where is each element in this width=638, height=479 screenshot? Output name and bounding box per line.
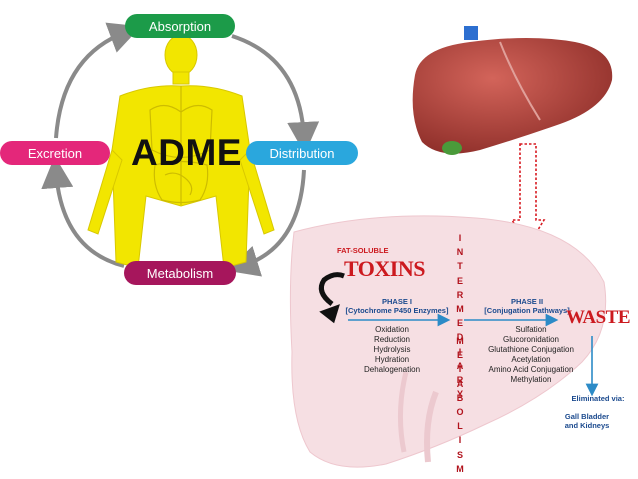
list-item: Reduction — [373, 335, 411, 344]
distribution-to-metabolism-arrow — [226, 169, 306, 277]
adme-title: ADME — [131, 132, 242, 173]
excretion-to-absorption-arrow — [54, 22, 141, 139]
list-item: Hydration — [374, 355, 410, 364]
intermediary-vertical-label: I N T E R M E D I A R Y — [456, 233, 464, 400]
excretion-label: Excretion — [0, 141, 110, 165]
internal-organs-illustration — [149, 86, 213, 205]
absorption-label: Absorption — [125, 14, 235, 38]
phase2-reactions: Sulfation Glucoronidation Glutathione Co… — [472, 325, 590, 385]
absorption-to-distribution-arrow — [231, 34, 320, 154]
distribution-label: Distribution — [246, 141, 358, 165]
waste-label: WASTE — [566, 307, 631, 328]
list-item: Dehalogenation — [363, 365, 421, 374]
list-item: Glucoronidation — [502, 335, 560, 344]
down-arrow-icon — [510, 143, 546, 248]
phase2-title: PHASE II — [510, 297, 544, 306]
metabolism-label: Metabolism — [124, 261, 236, 285]
list-item: and Kidneys — [564, 421, 610, 430]
phase1-reactions: Oxidation Reduction Hydrolysis Hydration… — [342, 325, 442, 375]
liver-icon — [412, 26, 613, 155]
adme-cycle-arrows — [41, 22, 320, 277]
metabolism-vertical-label: M E T A B O L I S M — [456, 336, 464, 474]
list-item: Glutathione Conjugation — [488, 345, 574, 354]
eliminated-via-label: Eliminated via: — [571, 394, 625, 403]
recycle-arrow-icon — [318, 272, 345, 306]
elimination-routes: Gall Bladder and Kidneys — [552, 412, 622, 430]
phase1-subtitle: [Cytochrome P450 Enzymes] — [345, 306, 449, 315]
list-item: Hydrolysis — [373, 345, 411, 354]
phase2-subtitle: [Conjugation Pathways] — [484, 306, 570, 315]
metabolism-to-excretion-arrow — [41, 156, 125, 268]
list-item: Acetylation — [511, 355, 551, 364]
list-item: Gall Bladder — [564, 412, 610, 421]
liver-background-illustration — [289, 215, 607, 468]
toxins-qualifier: FAT-SOLUBLE — [337, 246, 389, 255]
toxins-label: TOXINS — [344, 256, 425, 281]
list-item: Methylation — [510, 375, 552, 384]
list-item: Oxidation — [375, 325, 409, 334]
list-item: Amino Acid Conjugation — [488, 365, 574, 374]
phase1-title: PHASE I — [381, 297, 412, 306]
list-item: Sulfation — [515, 325, 547, 334]
